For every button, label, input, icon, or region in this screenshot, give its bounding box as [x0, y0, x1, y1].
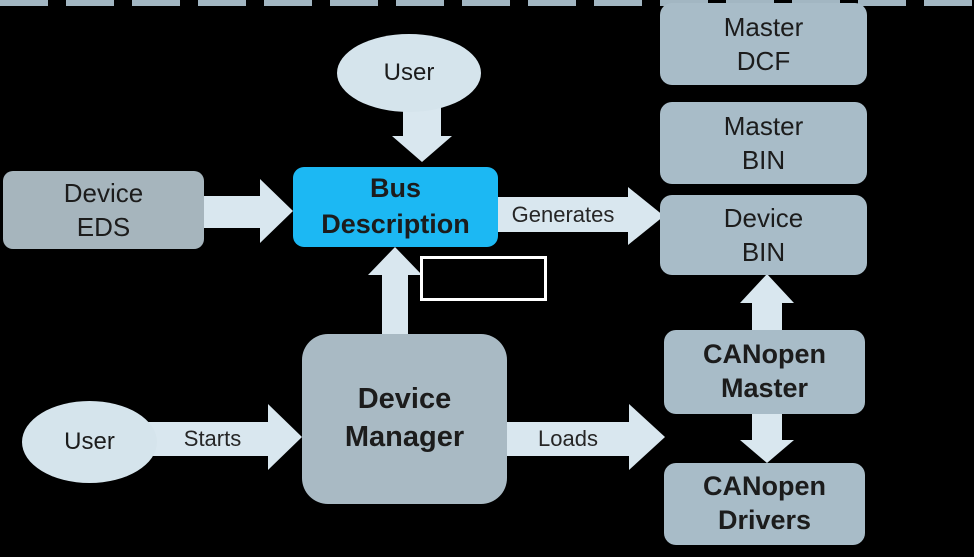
master-bin-node: Master BIN: [660, 102, 867, 184]
device-eds-node: Device EDS: [3, 171, 204, 249]
arrow-manager-to-bus-head: [368, 247, 422, 275]
arrow-loads-stem: [507, 422, 629, 456]
bus-description-node: Bus Description: [293, 167, 498, 247]
canopen-drivers-node: CANopen Drivers: [664, 463, 865, 545]
arrow-master-to-devicebin-head: [740, 274, 794, 303]
user-bottom-ellipse: User: [22, 401, 157, 483]
arrow-loads-head: [629, 404, 665, 470]
arrow-starts-stem: [138, 422, 268, 456]
edge-label-generates: Generates: [511, 201, 615, 227]
empty-annotation-box: [420, 256, 547, 301]
user-top-ellipse: User: [337, 34, 481, 112]
arrow-eds-to-bus-stem: [204, 196, 260, 228]
dashed-separator-line: [0, 0, 974, 6]
arrow-master-to-devicebin-stem: [752, 302, 782, 330]
arrow-master-to-drivers-head: [740, 440, 794, 463]
canopen-master-node: CANopen Master: [664, 330, 865, 414]
arrow-eds-to-bus-head: [260, 179, 293, 243]
device-manager-node: Device Manager: [302, 334, 507, 504]
arrow-manager-to-bus-stem: [382, 274, 408, 334]
arrow-starts-head: [268, 404, 302, 470]
arrow-usertop-to-bus-head: [392, 136, 452, 162]
arrow-generates-head: [628, 187, 664, 245]
master-dcf-node: Master DCF: [660, 3, 867, 85]
device-bin-node: Device BIN: [660, 195, 867, 275]
edge-label-loads: Loads: [538, 426, 598, 451]
arrow-generates-stem: [498, 197, 628, 232]
edge-label-starts: Starts: [183, 426, 242, 451]
arrow-master-to-drivers-stem: [752, 414, 782, 441]
